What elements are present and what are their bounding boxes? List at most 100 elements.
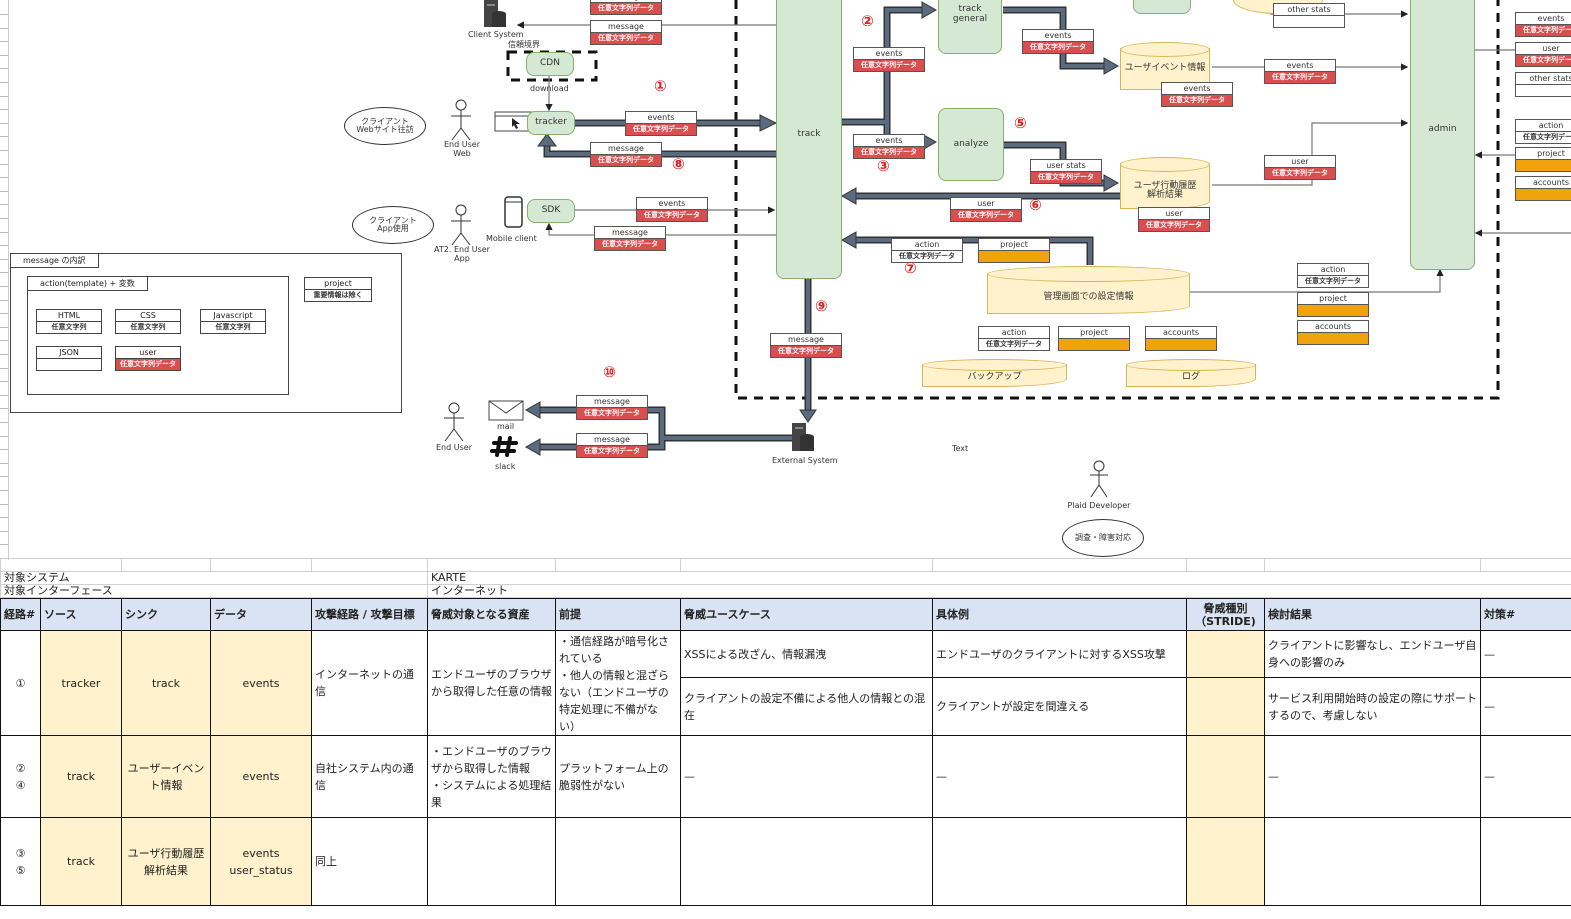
action-template-title: action(template) + 変数 <box>28 277 148 291</box>
cell-usecase[interactable] <box>680 817 933 906</box>
trust-boundary-label: 信頼境界 <box>508 40 540 49</box>
cell-premise[interactable] <box>555 817 681 906</box>
cell-countermeasure[interactable]: — <box>1480 677 1571 736</box>
cell-data[interactable]: events user_status <box>210 817 312 906</box>
data-tag-value <box>1298 305 1368 316</box>
header-cell[interactable]: 脅威対象となる資産 <box>427 598 556 631</box>
cell-asset[interactable]: エンドユーザのブラウザから取得した任意の情報 <box>427 630 556 736</box>
tracker-node[interactable]: tracker <box>527 111 575 135</box>
cell-premise[interactable]: ・通信経路が暗号化されている ・他人の情報と混ざらない（エンドユーザの特定処理に… <box>555 630 681 736</box>
cell-result[interactable] <box>1264 817 1481 906</box>
cell-sink[interactable]: ユーザ行動履歴解析結果 <box>121 817 211 906</box>
cell-premise[interactable]: プラットフォーム上の脆弱性がない <box>555 735 681 818</box>
cell-example[interactable]: — <box>932 735 1187 818</box>
analyze-node[interactable]: analyze <box>938 108 1004 181</box>
header-cell[interactable]: 具体例 <box>932 598 1187 631</box>
cell-example[interactable] <box>932 817 1187 906</box>
cell-usecase[interactable]: クライアントの設定不備による他人の情報との混在 <box>680 677 933 736</box>
header-cell[interactable]: 対策# <box>1480 598 1571 631</box>
sdk-node[interactable]: SDK <box>527 199 575 223</box>
track-general-node[interactable]: track general <box>938 0 1002 54</box>
cell[interactable] <box>427 558 556 572</box>
header-cell[interactable]: ソース <box>40 598 122 631</box>
header-cell[interactable]: 攻撃経路 / 攻撃目標 <box>311 598 428 631</box>
cell-example[interactable]: クライアントが設定を間違える <box>932 677 1187 736</box>
cell-stride[interactable] <box>1186 677 1265 736</box>
header-cell[interactable]: データ <box>210 598 312 631</box>
cell-result[interactable]: — <box>1264 735 1481 818</box>
datastore-user-behavior[interactable]: ユーザ行動履歴 解析結果 <box>1120 157 1210 209</box>
header-cell[interactable]: 前提 <box>555 598 681 631</box>
cell-data[interactable]: events <box>210 735 312 818</box>
cell[interactable] <box>0 558 122 572</box>
cell-route[interactable]: ① <box>0 630 41 736</box>
data-tag-value: 任意文字列データ <box>951 210 1021 221</box>
cell-attack-path[interactable]: インターネットの通信 <box>311 630 428 736</box>
row-tick <box>0 27 8 29</box>
header-cell[interactable]: 経路# <box>0 598 41 631</box>
cell[interactable] <box>680 558 933 572</box>
datastore-admin-settings[interactable]: 管理画面での設定情報 <box>987 266 1190 314</box>
header-cell[interactable]: 脅威種別 （STRIDE) <box>1186 598 1265 631</box>
row-tick <box>0 381 8 383</box>
cell[interactable] <box>1186 558 1265 572</box>
route-number-5: ⑤ <box>1014 114 1027 132</box>
meta-value-system[interactable]: KARTE <box>427 571 1571 585</box>
cell-countermeasure[interactable]: — <box>1480 735 1571 818</box>
cell-source[interactable]: track <box>40 817 122 906</box>
cell-usecase[interactable]: — <box>680 735 933 818</box>
cell-countermeasure[interactable]: — <box>1480 629 1571 679</box>
cell-sink[interactable]: track <box>121 630 211 736</box>
cell-source[interactable]: tracker <box>40 630 122 736</box>
cell[interactable] <box>932 558 1187 572</box>
data-tag-label: message <box>771 334 841 346</box>
header-cell[interactable]: 検討結果 <box>1264 598 1481 631</box>
route-number-6: ⑥ <box>1029 196 1042 214</box>
cell[interactable] <box>210 558 312 572</box>
cell-route[interactable]: ③ ⑤ <box>0 817 41 906</box>
datastore-backup[interactable]: バックアップ <box>922 359 1067 387</box>
header-cell[interactable]: シンク <box>121 598 211 631</box>
cell[interactable] <box>1480 558 1571 572</box>
cell[interactable] <box>311 558 428 572</box>
meta-value-interface[interactable]: インターネット <box>427 584 1571 598</box>
meta-key-interface[interactable]: 対象インターフェース <box>0 584 428 598</box>
row-tick <box>0 177 8 179</box>
cell[interactable] <box>1264 558 1481 572</box>
cell-stride[interactable] <box>1186 629 1265 679</box>
cell-stride[interactable] <box>1186 817 1265 906</box>
cell[interactable] <box>555 558 681 572</box>
cell-asset[interactable] <box>427 817 556 906</box>
row-tick <box>0 503 8 505</box>
cell-route[interactable]: ② ④ <box>0 735 41 818</box>
cell-stride[interactable] <box>1186 735 1265 818</box>
header-cell[interactable]: 脅威ユースケース <box>680 598 933 631</box>
cell-sink[interactable]: ユーザーイベント情報 <box>121 735 211 818</box>
actor-end-user-app: AT2. End User App <box>434 245 490 263</box>
cell-result[interactable]: サービス利用開始時の設定の際にサポートするので、考慮しない <box>1264 677 1481 736</box>
admin-node[interactable]: admin <box>1410 0 1475 270</box>
cell-source[interactable]: track <box>40 735 122 818</box>
data-tag-value: 任意文字列データ <box>626 124 696 135</box>
cell-attack-path[interactable]: 自社システム内の通信 <box>311 735 428 818</box>
datastore-log[interactable]: ログ <box>1126 359 1256 387</box>
data-tag-project: project <box>1058 326 1130 351</box>
cell-data[interactable]: events <box>210 630 312 736</box>
cell[interactable] <box>121 558 211 572</box>
cdn-node[interactable]: CDN <box>526 52 574 76</box>
meta-key-system[interactable]: 対象システム <box>0 571 428 585</box>
cell-asset[interactable]: ・エンドユーザのブラウザから取得した情報 ・システムによる処理結果 <box>427 735 556 818</box>
route-number-10: ⑩ <box>603 363 616 381</box>
cell-usecase[interactable]: XSSによる改ざん、情報漏洩 <box>680 629 933 679</box>
cell-countermeasure[interactable] <box>1480 817 1571 906</box>
tracker-label: tracker <box>535 117 567 128</box>
cell-example[interactable]: エンドユーザのクライアントに対するXSS攻撃 <box>932 629 1187 679</box>
track-node[interactable]: track <box>776 0 842 279</box>
row-tick <box>0 476 8 478</box>
cell-attack-path[interactable]: 同上 <box>311 817 428 906</box>
cell-result[interactable]: クライアントに影響なし、エンドユーザ自身への影響のみ <box>1264 629 1481 679</box>
